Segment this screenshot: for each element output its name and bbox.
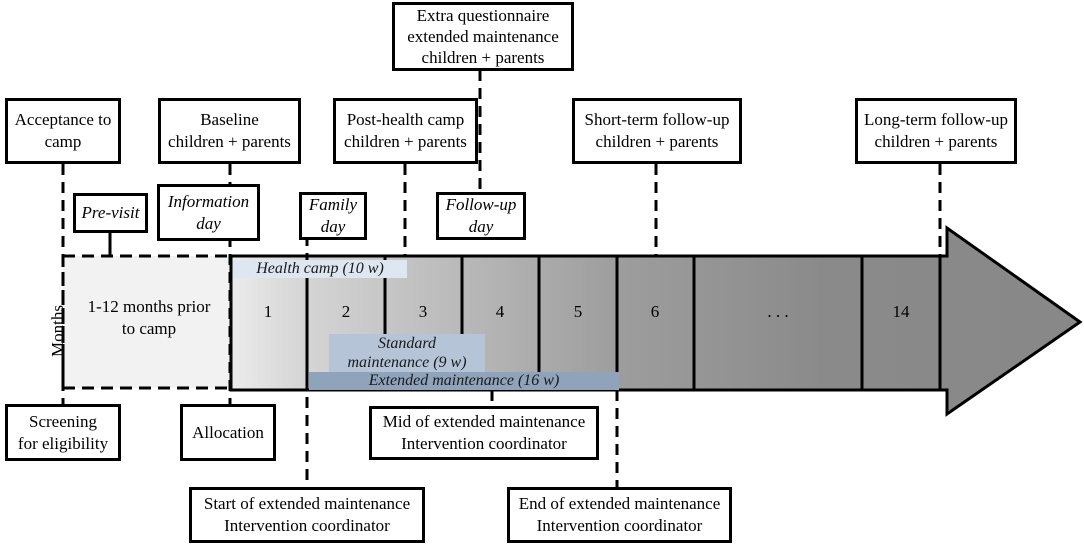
family-day-line-1: Family: [308, 195, 358, 214]
long-term-followup-box: Long-term follow-up children + parents: [855, 98, 1017, 164]
extra-q-line-1: Extra questionnaire: [416, 6, 550, 25]
end-extended-box: End of extended maintenance Intervention…: [507, 487, 732, 543]
month-label-4: 4: [495, 302, 505, 321]
post-camp-line-2: children + parents: [344, 132, 467, 151]
followup-day-line-2: day: [468, 217, 494, 236]
acceptance-box: Acceptance to camp: [5, 98, 121, 164]
mid-extended-box: Mid of extended maintenance Intervention…: [369, 406, 599, 460]
screening-line-2: for eligibility: [17, 433, 109, 453]
prior-line-1: 1-12 months prior: [87, 297, 211, 316]
acceptance-line-1: Acceptance to: [14, 110, 112, 129]
followup-day-line-1: Follow-up: [445, 195, 517, 214]
info-day-line-1: Information: [167, 191, 250, 211]
info-day-line-2: day: [196, 213, 221, 233]
followup-day-box: Follow-up day: [436, 192, 526, 240]
post-camp-box: Post-health camp children + parents: [333, 98, 478, 164]
start-ext-line-2: Intervention coordinator: [224, 516, 390, 535]
month-label-3: 3: [418, 302, 428, 321]
information-day-box: Information day: [157, 184, 260, 241]
prior-line-2: to camp: [121, 319, 177, 338]
start-ext-line-1: Start of extended maintenance: [203, 494, 411, 513]
previsit-label: Pre-visit: [81, 203, 140, 222]
month-label-5: 5: [573, 302, 583, 321]
long-term-line-2: children + parents: [874, 132, 998, 151]
screening-box: Screening for eligibility: [5, 404, 121, 461]
month-label-14: 14: [892, 302, 910, 321]
end-ext-line-1: End of extended maintenance: [518, 494, 721, 513]
baseline-line-1: Baseline: [200, 110, 259, 129]
allocation-label: Allocation: [192, 422, 264, 442]
screening-line-1: Screening: [29, 411, 97, 431]
prior-period-label: 1-12 months prior to camp: [70, 296, 228, 340]
short-term-followup-box: Short-term follow-up children + parents: [572, 98, 742, 164]
short-term-line-1: Short-term follow-up: [584, 110, 730, 129]
extra-questionnaire-box: Extra questionnaire extended maintenance…: [392, 2, 574, 71]
prior-period-box: [61, 254, 233, 390]
mid-ext-line-2: Intervention coordinator: [401, 434, 567, 453]
standard-maintenance-bar: Standard maintenance (9 w): [329, 334, 485, 372]
month-label-2: 2: [341, 302, 351, 321]
health-camp-bar: Health camp (10 w): [233, 260, 407, 278]
extended-maintenance-bar: Extended maintenance (16 w): [309, 372, 619, 390]
months-axis-label: Months: [48, 305, 67, 357]
mid-ext-line-1: Mid of extended maintenance: [382, 412, 586, 431]
allocation-box: Allocation: [180, 404, 276, 461]
short-term-line-2: children + parents: [595, 132, 719, 151]
baseline-line-2: children + parents: [168, 132, 291, 151]
end-ext-line-2: Intervention coordinator: [536, 516, 703, 535]
extra-q-line-2: extended maintenance: [407, 27, 559, 46]
post-camp-line-1: Post-health camp: [346, 110, 465, 129]
month-label-1: 1: [263, 302, 273, 321]
long-term-line-1: Long-term follow-up: [864, 110, 1008, 129]
family-day-line-2: day: [320, 217, 346, 236]
standard-line-2: maintenance (9 w): [347, 354, 467, 371]
family-day-box: Family day: [299, 192, 367, 240]
standard-line-1: Standard: [377, 335, 437, 352]
start-extended-box: Start of extended maintenance Interventi…: [189, 487, 425, 543]
acceptance-line-2: camp: [44, 132, 82, 151]
extra-q-line-3: children + parents: [421, 48, 545, 67]
month-label-ellipsis: . . .: [767, 302, 789, 321]
previsit-box: Pre-visit: [73, 193, 148, 233]
baseline-box: Baseline children + parents: [158, 98, 301, 164]
month-label-6: 6: [650, 302, 660, 321]
